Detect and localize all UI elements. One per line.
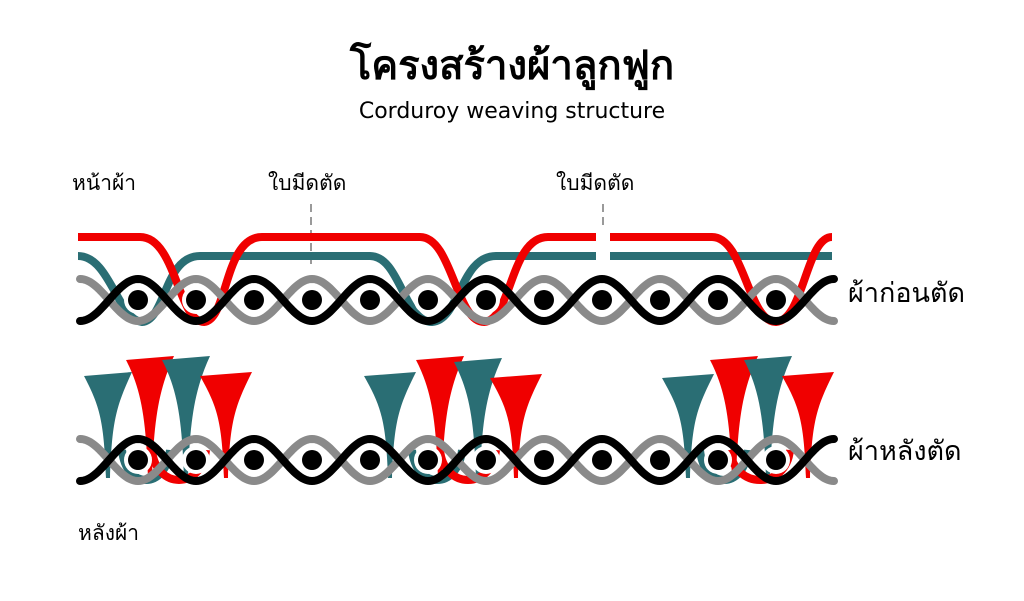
cut-ground-warp-dot-10: [650, 450, 670, 470]
cut-ground-warp-dot-3: [244, 450, 264, 470]
cut-ground-warp-dot-1: [128, 450, 148, 470]
cut-ground-warp-dot-2: [186, 450, 206, 470]
cut-tuft-11: [744, 356, 792, 478]
cut-tuft-1: [84, 372, 132, 478]
after-cut-label: ผ้าหลังตัด: [848, 436, 962, 467]
uncut-ground-warp-dot-8: [534, 290, 554, 310]
cut-tuft-5: [364, 372, 416, 478]
cut-ground-warp-dot-5: [360, 450, 380, 470]
uncut-ground-warp-dot-11: [708, 290, 728, 310]
uncut-ground-warp-dot-2: [186, 290, 206, 310]
cut-ground-warp-dot-4: [302, 450, 322, 470]
cut-ground-warp-dot-9: [592, 450, 612, 470]
cut-ground-warp-dot-6: [418, 450, 438, 470]
knife-label-2: ใบมีดตัด: [556, 171, 635, 195]
uncut-ground-warp-dot-7: [476, 290, 496, 310]
face-label: หน้าผ้า: [72, 171, 137, 195]
uncut-ground-warp-dot-10: [650, 290, 670, 310]
knife-cut-gap: [596, 226, 610, 264]
diagram-title: โครงสร้างผ้าลูกฟูก: [349, 43, 675, 89]
cut-tuft-4: [200, 372, 252, 478]
cut-tuft-9: [662, 374, 714, 478]
uncut-ground-black-weft: [76, 274, 838, 326]
cut-tuft-6: [416, 356, 464, 478]
back-label: หลังผ้า: [78, 521, 140, 545]
knife-label-1: ใบมีดตัด: [268, 171, 347, 195]
cut-tuft-2: [126, 356, 174, 478]
diagram-subtitle: Corduroy weaving structure: [358, 99, 666, 124]
cut-ground-weave: [76, 434, 838, 486]
before-cut-label: ผ้าก่อนตัด: [848, 278, 966, 309]
uncut-ground-warp-dot-1: [128, 290, 148, 310]
uncut-ground-warp-dot-5: [360, 290, 380, 310]
cut-ground-warp-dot-12: [766, 450, 786, 470]
uncut-ground-warp-dot-12: [766, 290, 786, 310]
uncut-ground-weave: [76, 274, 838, 326]
uncut-ground-warp-dot-6: [418, 290, 438, 310]
uncut-ground-warp-dot-4: [302, 290, 322, 310]
cut-ground-warp-dot-8: [534, 450, 554, 470]
cut-tuft-7: [454, 358, 502, 478]
cut-tuft-3: [162, 356, 210, 478]
cut-tuft-10: [710, 356, 758, 478]
uncut-ground-warp-dot-3: [244, 290, 264, 310]
cut-ground-warp-dot-11: [708, 450, 728, 470]
cut-ground-black-weft: [76, 434, 838, 486]
uncut-ground-warp-dot-9: [592, 290, 612, 310]
cut-ground-warp-dot-7: [476, 450, 496, 470]
cut-tuft-12: [782, 372, 834, 478]
cut-tuft-8: [490, 374, 542, 478]
